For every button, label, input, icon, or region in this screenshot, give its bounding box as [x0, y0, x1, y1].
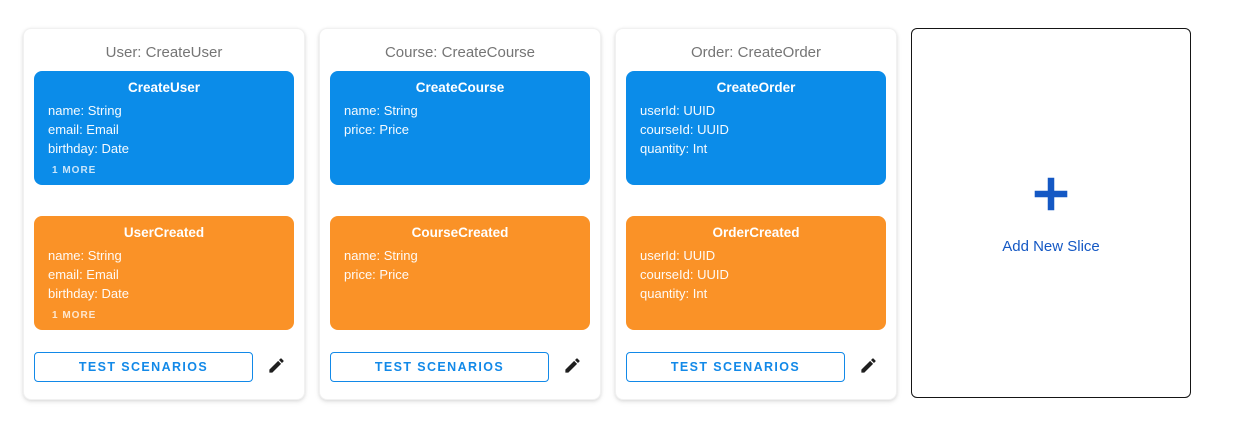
event-name: UserCreated [123, 225, 205, 240]
card-footer: TEST SCENARIOS [34, 352, 294, 389]
field-row: name: String [344, 248, 418, 263]
field-row: price: Price [344, 267, 410, 282]
command-more-label: 1 MORE [52, 165, 97, 176]
test-scenarios-button[interactable]: TEST SCENARIOS [330, 352, 549, 382]
command-name: CreateOrder [716, 80, 796, 95]
field-row: name: String [344, 103, 418, 118]
slice-card: Course: CreateCourse CreateCourse name: … [319, 28, 601, 400]
add-slice-card[interactable]: Add New Slice [911, 28, 1191, 398]
test-scenarios-button[interactable]: TEST SCENARIOS [626, 352, 845, 382]
field-row: userId: UUID [640, 248, 716, 263]
event-fields: name: String price: Price [344, 246, 576, 284]
command-name: CreateCourse [415, 80, 505, 95]
edit-button[interactable] [859, 356, 886, 378]
event-box[interactable]: CourseCreated name: String price: Price [330, 216, 590, 330]
command-box[interactable]: CreateUser name: String email: Email birth… [34, 71, 294, 185]
command-fields: name: String email: Email birthday: Date [48, 101, 280, 158]
field-row: userId: UUID [640, 103, 716, 118]
field-row: birthday: Date [48, 286, 129, 301]
add-slice-label: Add New Slice [1002, 238, 1100, 255]
field-row: email: Email [48, 122, 119, 137]
event-box[interactable]: UserCreated name: String email: Email birt… [34, 216, 294, 330]
event-fields: userId: UUID courseId: UUID quantity: Int [640, 246, 872, 303]
slice-card: User: CreateUser CreateUser name: String… [23, 28, 305, 400]
slices-row: User: CreateUser CreateUser name: String… [23, 28, 1191, 400]
edit-button[interactable] [563, 356, 590, 378]
card-footer: TEST SCENARIOS [330, 352, 590, 389]
slice-title: User: CreateUser [105, 44, 223, 61]
event-more-label: 1 MORE [52, 310, 97, 321]
field-row: quantity: Int [640, 286, 708, 301]
command-fields: userId: UUID courseId: UUID quantity: Int [640, 101, 872, 158]
card-footer: TEST SCENARIOS [626, 352, 886, 389]
event-box[interactable]: OrderCreated userId: UUID courseId: UUID q… [626, 216, 886, 330]
pencil-icon [267, 356, 286, 378]
pencil-icon [563, 356, 582, 378]
command-fields: name: String price: Price [344, 101, 576, 139]
pencil-icon [859, 356, 878, 378]
test-scenarios-button[interactable]: TEST SCENARIOS [34, 352, 253, 382]
field-row: courseId: UUID [640, 267, 729, 282]
field-row: quantity: Int [640, 141, 708, 156]
command-box[interactable]: CreateOrder userId: UUID courseId: UUID qu… [626, 71, 886, 185]
slice-title: Course: CreateCourse [384, 44, 536, 61]
field-row: courseId: UUID [640, 122, 729, 137]
command-name: CreateUser [127, 80, 201, 95]
command-box[interactable]: CreateCourse name: String price: Price [330, 71, 590, 185]
event-name: OrderCreated [712, 225, 800, 240]
event-fields: name: String email: Email birthday: Date [48, 246, 280, 303]
slice-card: Order: CreateOrder CreateOrder userId: U… [615, 28, 897, 400]
field-row: price: Price [344, 122, 410, 137]
plus-icon [1028, 171, 1074, 222]
field-row: email: Email [48, 267, 119, 282]
field-row: birthday: Date [48, 141, 129, 156]
event-name: CourseCreated [411, 225, 509, 240]
field-row: name: String [48, 248, 122, 263]
slice-title: Order: CreateOrder [690, 44, 822, 61]
edit-button[interactable] [267, 356, 294, 378]
field-row: name: String [48, 103, 122, 118]
